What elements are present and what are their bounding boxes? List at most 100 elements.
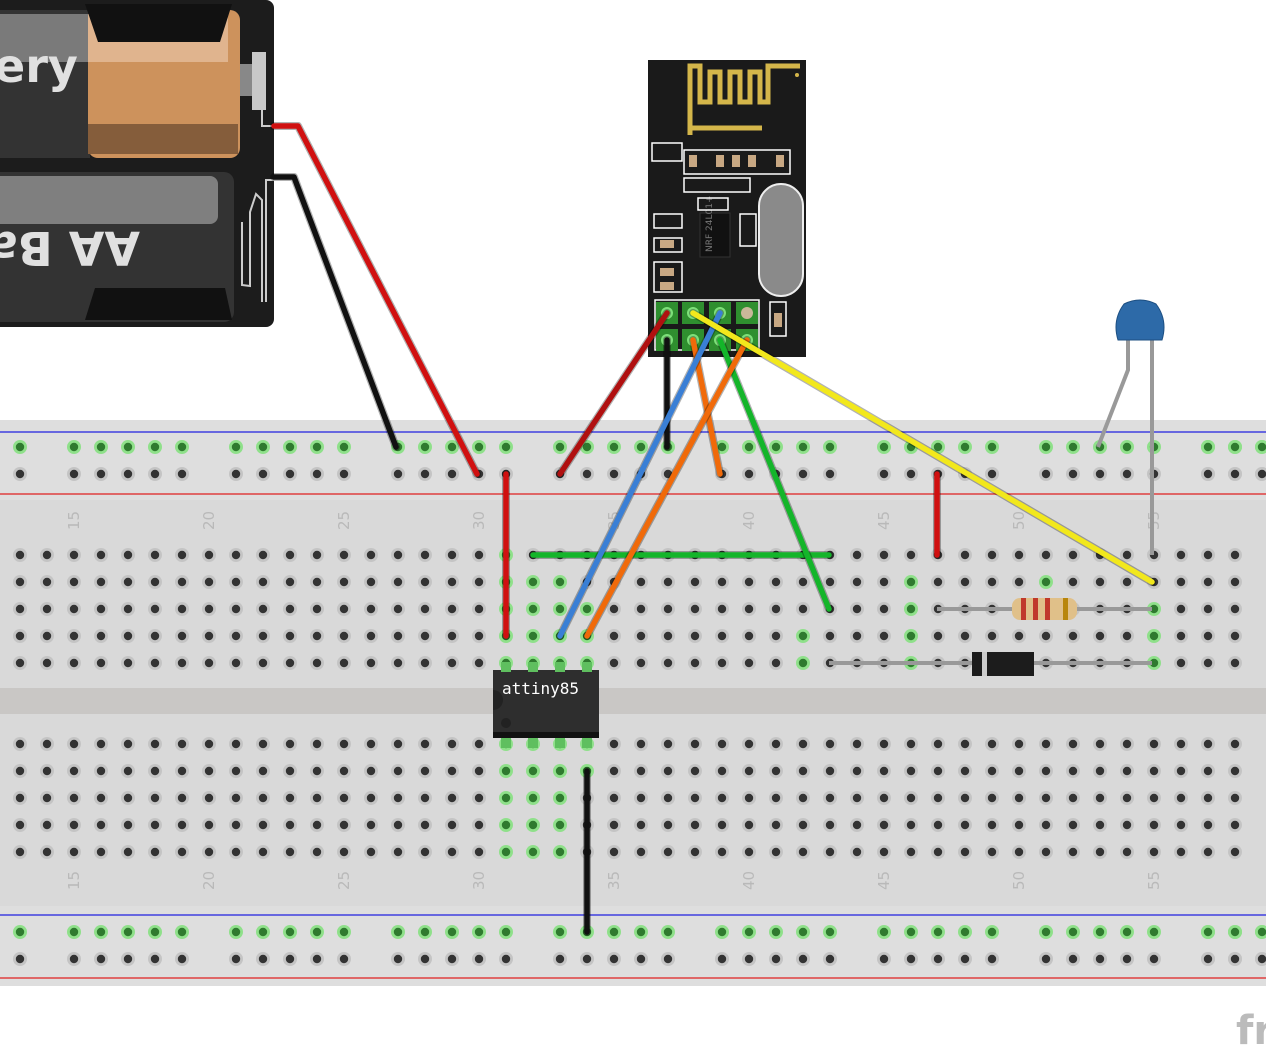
breadboard-hole[interactable]: [1014, 820, 1024, 830]
breadboard-hole[interactable]: [852, 577, 862, 587]
breadboard-hole[interactable]: [231, 766, 241, 776]
breadboard-hole[interactable]: [960, 766, 970, 776]
breadboard-hole[interactable]: [339, 577, 349, 587]
breadboard-hole[interactable]: [636, 847, 646, 857]
nrf-vcc-wire[interactable]: [556, 309, 671, 478]
breadboard-hole[interactable]: [258, 847, 268, 857]
breadboard-hole[interactable]: [1230, 631, 1240, 641]
breadboard-hole[interactable]: [906, 820, 916, 830]
breadboard-hole[interactable]: [96, 631, 106, 641]
breadboard-hole[interactable]: [366, 766, 376, 776]
breadboard-hole[interactable]: [636, 766, 646, 776]
breadboard-hole[interactable]: [1095, 739, 1105, 749]
breadboard-hole[interactable]: [798, 847, 808, 857]
breadboard-hole[interactable]: [231, 847, 241, 857]
breadboard-hole[interactable]: [447, 442, 457, 452]
breadboard-hole[interactable]: [933, 577, 943, 587]
breadboard-hole[interactable]: [123, 631, 133, 641]
breadboard-hole[interactable]: [933, 766, 943, 776]
breadboard-hole[interactable]: [933, 847, 943, 857]
breadboard-hole[interactable]: [960, 793, 970, 803]
breadboard-hole[interactable]: [96, 604, 106, 614]
breadboard-hole[interactable]: [1122, 550, 1132, 560]
breadboard-hole[interactable]: [69, 927, 79, 937]
breadboard-hole[interactable]: [420, 847, 430, 857]
breadboard-hole[interactable]: [474, 793, 484, 803]
breadboard-hole[interactable]: [150, 604, 160, 614]
breadboard-hole[interactable]: [879, 604, 889, 614]
breadboard-hole[interactable]: [879, 577, 889, 587]
breadboard-hole[interactable]: [582, 442, 592, 452]
breadboard-hole[interactable]: [771, 604, 781, 614]
breadboard-hole[interactable]: [555, 766, 565, 776]
breadboard-hole[interactable]: [528, 631, 538, 641]
breadboard-hole[interactable]: [717, 658, 727, 668]
breadboard-hole[interactable]: [312, 577, 322, 587]
breadboard-hole[interactable]: [1203, 604, 1213, 614]
breadboard-hole[interactable]: [609, 469, 619, 479]
breadboard-hole[interactable]: [771, 577, 781, 587]
breadboard-hole[interactable]: [69, 469, 79, 479]
breadboard-hole[interactable]: [1203, 577, 1213, 587]
breadboard-hole[interactable]: [150, 442, 160, 452]
breadboard-hole[interactable]: [42, 631, 52, 641]
breadboard-hole[interactable]: [339, 739, 349, 749]
breadboard-hole[interactable]: [15, 631, 25, 641]
breadboard-hole[interactable]: [609, 766, 619, 776]
breadboard-hole[interactable]: [393, 739, 403, 749]
breadboard-hole[interactable]: [69, 631, 79, 641]
breadboard-hole[interactable]: [1149, 658, 1159, 668]
breadboard-hole[interactable]: [501, 793, 511, 803]
breadboard-hole[interactable]: [555, 793, 565, 803]
breadboard-hole[interactable]: [177, 442, 187, 452]
breadboard-hole[interactable]: [123, 577, 133, 587]
breadboard-hole[interactable]: [231, 739, 241, 749]
breadboard-hole[interactable]: [960, 550, 970, 560]
breadboard-hole[interactable]: [339, 793, 349, 803]
breadboard-hole[interactable]: [798, 604, 808, 614]
breadboard-hole[interactable]: [879, 739, 889, 749]
breadboard-hole[interactable]: [96, 739, 106, 749]
breadboard-hole[interactable]: [96, 550, 106, 560]
breadboard-hole[interactable]: [771, 658, 781, 668]
breadboard-hole[interactable]: [798, 442, 808, 452]
breadboard-hole[interactable]: [96, 793, 106, 803]
breadboard-hole[interactable]: [1230, 550, 1240, 560]
breadboard-hole[interactable]: [1203, 469, 1213, 479]
breadboard-hole[interactable]: [744, 658, 754, 668]
breadboard-hole[interactable]: [42, 820, 52, 830]
breadboard-hole[interactable]: [744, 442, 754, 452]
breadboard-hole[interactable]: [825, 793, 835, 803]
breadboard-hole[interactable]: [366, 820, 376, 830]
breadboard-hole[interactable]: [285, 658, 295, 668]
breadboard-hole[interactable]: [177, 954, 187, 964]
breadboard-hole[interactable]: [663, 766, 673, 776]
breadboard-hole[interactable]: [1041, 739, 1051, 749]
breadboard-hole[interactable]: [1041, 927, 1051, 937]
breadboard-hole[interactable]: [258, 658, 268, 668]
breadboard-hole[interactable]: [177, 577, 187, 587]
breadboard-hole[interactable]: [15, 847, 25, 857]
breadboard-hole[interactable]: [1068, 469, 1078, 479]
breadboard-hole[interactable]: [150, 631, 160, 641]
breadboard-hole[interactable]: [204, 550, 214, 560]
breadboard-hole[interactable]: [393, 604, 403, 614]
breadboard-hole[interactable]: [1014, 631, 1024, 641]
breadboard-hole[interactable]: [987, 550, 997, 560]
breadboard-hole[interactable]: [663, 469, 673, 479]
breadboard-hole[interactable]: [825, 766, 835, 776]
breadboard-hole[interactable]: [1068, 550, 1078, 560]
breadboard-hole[interactable]: [690, 631, 700, 641]
breadboard-hole[interactable]: [798, 739, 808, 749]
breadboard-hole[interactable]: [15, 954, 25, 964]
breadboard-hole[interactable]: [744, 577, 754, 587]
breadboard-hole[interactable]: [717, 954, 727, 964]
breadboard-hole[interactable]: [1176, 631, 1186, 641]
breadboard-hole[interactable]: [258, 739, 268, 749]
breadboard-hole[interactable]: [420, 739, 430, 749]
breadboard-hole[interactable]: [447, 631, 457, 641]
breadboard-hole[interactable]: [1068, 927, 1078, 937]
breadboard-hole[interactable]: [636, 604, 646, 614]
breadboard-hole[interactable]: [285, 604, 295, 614]
breadboard-hole[interactable]: [69, 658, 79, 668]
